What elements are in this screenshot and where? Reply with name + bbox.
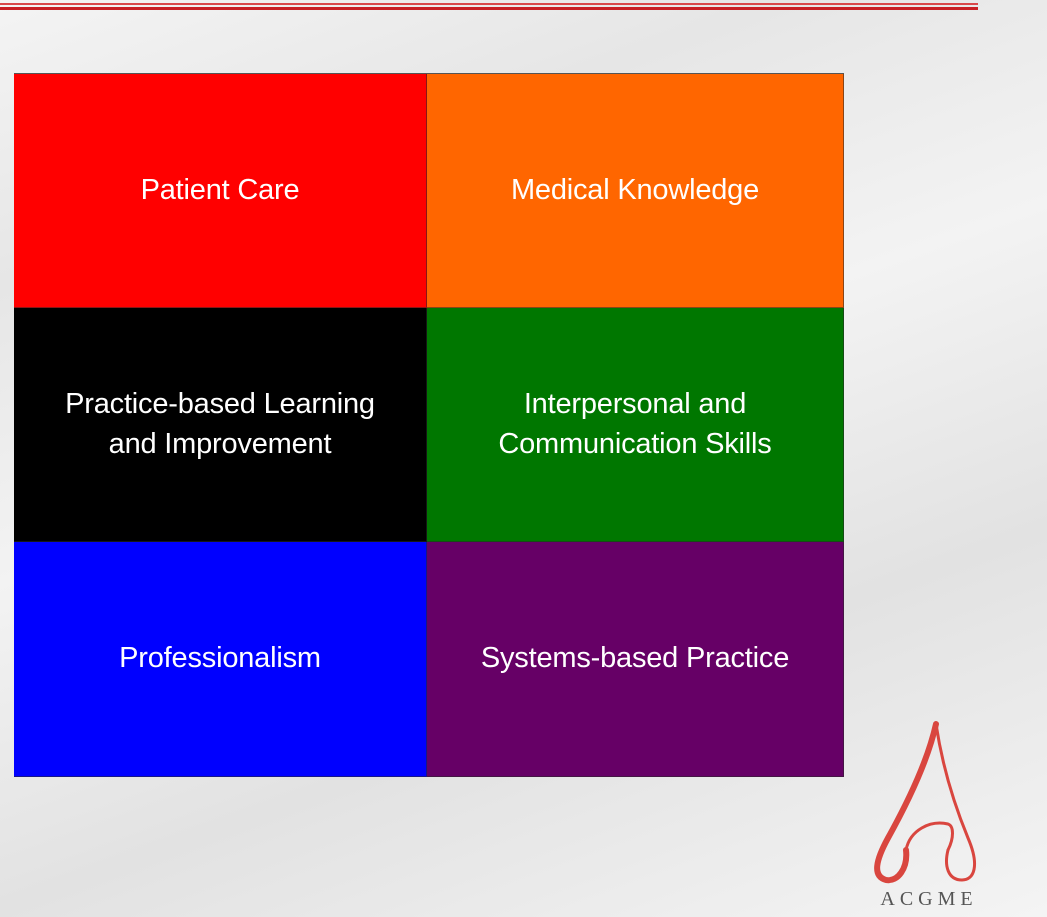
competency-grid: Patient Care Medical Knowledge Practice-… — [14, 73, 844, 777]
acgme-a-mark-icon — [874, 721, 977, 884]
competency-systems-based-practice: Systems-based Practice — [427, 542, 844, 777]
competency-label: Systems-based Practice — [480, 642, 790, 675]
competency-label: Medical Knowledge — [510, 173, 760, 206]
acgme-logo-text: ACGME — [880, 888, 978, 910]
acgme-logo: ACGME — [850, 720, 1000, 917]
competency-medical-knowledge: Medical Knowledge — [427, 74, 844, 308]
competency-professionalism: Professionalism — [14, 542, 427, 777]
competency-label: Interpersonal and Communication Skills — [498, 388, 772, 460]
competency-patient-care: Patient Care — [14, 74, 427, 308]
competency-label: Patient Care — [140, 173, 300, 206]
competency-label: Practice-based Learning and Improvement — [65, 388, 375, 460]
competency-practice-based-learning: Practice-based Learning and Improvement — [14, 308, 427, 542]
competency-label: Professionalism — [119, 642, 321, 675]
top-accent-rule — [0, 3, 978, 12]
competency-interpersonal-communication: Interpersonal and Communication Skills — [427, 308, 844, 542]
